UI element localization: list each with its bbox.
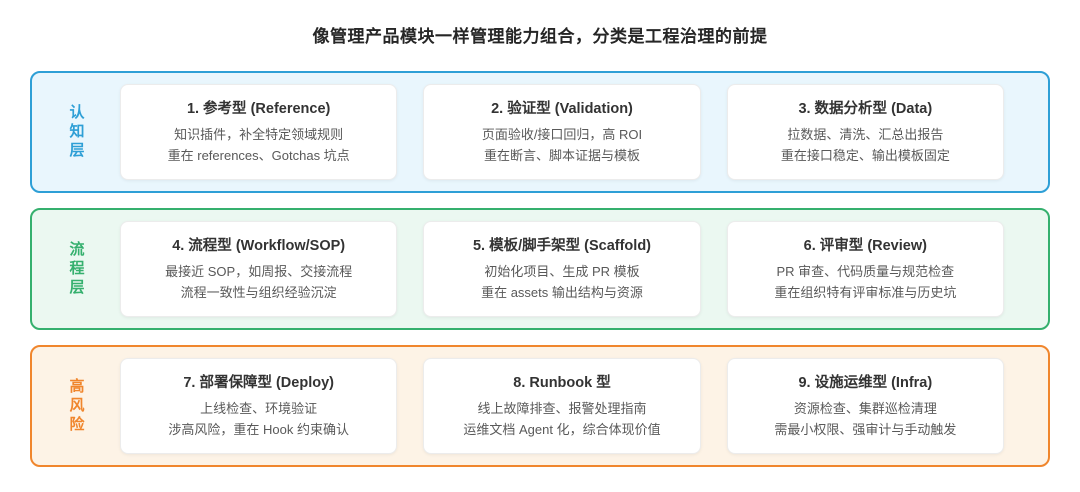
card-desc-line: 运维文档 Agent 化，综合体现价值 [463,422,661,437]
card-desc-line: 重在断言、脚本证据与模板 [483,148,640,163]
card-desc-line: 最接近 SOP，如周报、交接流程 [165,264,353,280]
card-desc-line: PR 审查、代码质量与规范检查 [776,264,955,280]
card-desc-line: 重在 assets 输出结构与资源 [481,285,643,300]
card-desc-line: 初始化项目、生成 PR 模板 [484,264,640,280]
card-title: 5. 模板/脚手架型 (Scaffold) [472,238,652,255]
layer-process: 流程层 4. 流程型 (Workflow/SOP) 最接近 SOP，如周报、交接… [30,208,1050,330]
card-title: 1. 参考型 (Reference) [186,101,331,118]
card-title: 4. 流程型 (Workflow/SOP) [172,238,346,255]
card-desc-line: 知识插件，补全特定领域规则 [174,127,344,143]
layer-label-process: 流程层 [67,240,85,298]
card-desc-line: 页面验收/接口回归，高 ROI [481,127,643,143]
page-title: 像管理产品模块一样管理能力组合，分类是工程治理的前提 [312,27,768,46]
card-title: 8. Runbook 型 [513,375,611,392]
card-title: 9. 设施运维型 (Infra) [798,375,933,392]
layer-cognition: 认知层 1. 参考型 (Reference) 知识插件，补全特定领域规则 重在 … [30,71,1050,193]
capability-card-7: 7. 部署保障型 (Deploy) 上线检查、环境验证 涉高风险，重在 Hook… [120,358,398,454]
card-desc-line: 线上故障排查、报警处理指南 [477,401,647,417]
card-title: 2. 验证型 (Validation) [491,101,633,118]
card-row-high-risk: 7. 部署保障型 (Deploy) 上线检查、环境验证 涉高风险，重在 Hook… [120,358,1048,454]
layer-label-high-risk: 高风险 [67,377,85,435]
card-desc-line: 重在接口稳定、输出模板固定 [780,148,950,163]
capability-card-8: 8. Runbook 型 线上故障排查、报警处理指南 运维文档 Agent 化，… [423,358,701,454]
card-desc-line: 上线检查、环境验证 [200,401,318,417]
card-row-cognition: 1. 参考型 (Reference) 知识插件，补全特定领域规则 重在 refe… [120,84,1048,180]
card-title: 6. 评审型 (Review) [803,238,927,255]
card-desc-line: 涉高风险，重在 Hook 约束确认 [168,422,349,437]
card-desc-line: 流程一致性与组织经验沉淀 [180,285,337,300]
capability-card-6: 6. 评审型 (Review) PR 审查、代码质量与规范检查 重在组织特有评审… [726,221,1004,317]
capability-card-4: 4. 流程型 (Workflow/SOP) 最接近 SOP，如周报、交接流程 流… [120,221,398,317]
card-desc-line: 资源检查、集群巡检清理 [793,401,937,417]
capability-card-1: 1. 参考型 (Reference) 知识插件，补全特定领域规则 重在 refe… [120,84,398,180]
capability-card-3: 3. 数据分析型 (Data) 拉数据、清洗、汇总出报告 重在接口稳定、输出模板… [726,84,1004,180]
card-title: 3. 数据分析型 (Data) [798,101,933,118]
card-desc-line: 重在 references、Gotchas 坑点 [167,148,350,163]
layer-high-risk: 高风险 7. 部署保障型 (Deploy) 上线检查、环境验证 涉高风险，重在 … [30,345,1050,467]
capability-card-9: 9. 设施运维型 (Infra) 资源检查、集群巡检清理 需最小权限、强审计与手… [726,358,1004,454]
card-desc-line: 需最小权限、强审计与手动触发 [774,422,957,437]
card-desc-line: 重在组织特有评审标准与历史坑 [774,285,957,300]
card-title: 7. 部署保障型 (Deploy) [183,375,334,392]
layer-label-cognition: 认知层 [67,103,85,161]
card-desc-line: 拉数据、清洗、汇总出报告 [787,127,944,143]
capability-card-2: 2. 验证型 (Validation) 页面验收/接口回归，高 ROI 重在断言… [423,84,701,180]
capability-card-5: 5. 模板/脚手架型 (Scaffold) 初始化项目、生成 PR 模板 重在 … [423,221,701,317]
card-row-process: 4. 流程型 (Workflow/SOP) 最接近 SOP，如周报、交接流程 流… [120,221,1048,317]
